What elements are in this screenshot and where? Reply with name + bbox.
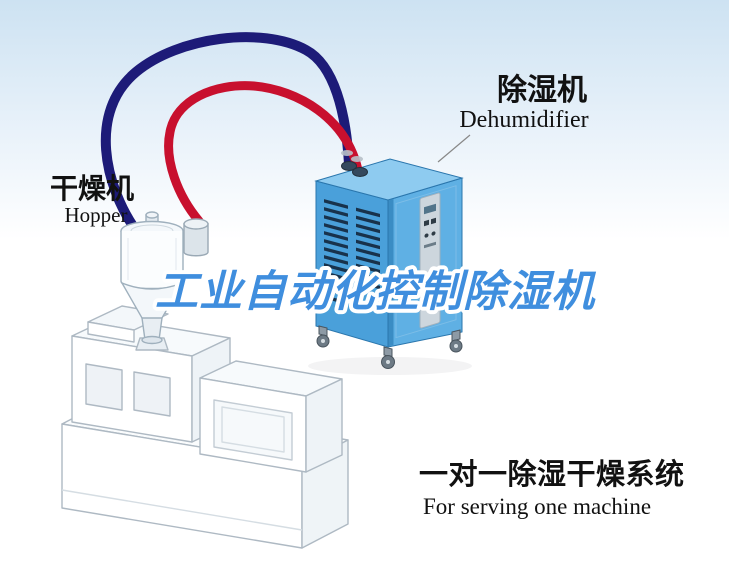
- red-supply-pipe: [164, 81, 363, 226]
- dehumidifier-label-en: Dehumidifier: [459, 107, 588, 133]
- caption-cn: 一对一除湿干燥系统: [419, 457, 685, 491]
- control-panel: [388, 185, 457, 347]
- caption-en: For serving one machine: [423, 494, 651, 519]
- watermark-text: 工业自动化控制除湿机: [155, 268, 597, 316]
- dehumidifier-label-cn: 除湿机: [497, 73, 587, 107]
- dehumidifier-top-face: [314, 158, 464, 201]
- hopper-label-en: Hopper: [65, 203, 128, 227]
- dehumidifier-illustration: [314, 158, 464, 369]
- label-pointer-line: [437, 134, 471, 163]
- navy-return-pipe: [100, 32, 354, 237]
- panel-button: [431, 217, 436, 225]
- panel-display: [424, 203, 436, 215]
- hopper-illustration: [120, 211, 209, 345]
- extruder-illustration: [61, 305, 349, 549]
- panel-knob: [431, 231, 436, 236]
- panel-knob: [424, 233, 429, 238]
- panel-button: [424, 219, 429, 227]
- hopper-label-cn: 干燥机: [50, 173, 134, 204]
- panel-slot: [424, 241, 436, 249]
- vent-grill: [324, 199, 380, 305]
- watermark-outline: 工业自动化控制除湿机: [155, 268, 597, 316]
- pipe-fittings: [341, 150, 368, 177]
- caster-wheels: [316, 325, 463, 369]
